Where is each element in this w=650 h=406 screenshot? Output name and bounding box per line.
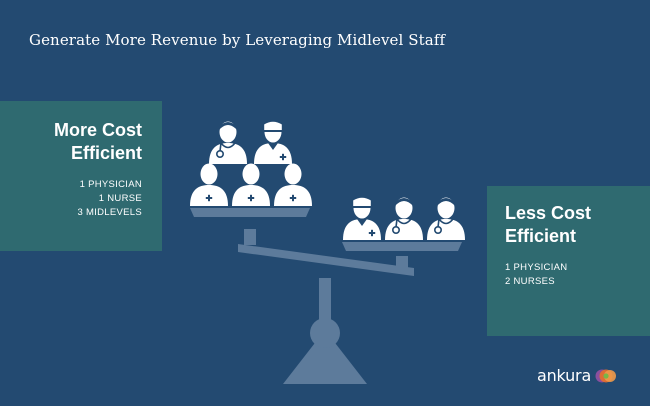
ankura-logo: ankura (537, 366, 617, 385)
nurse-icon (384, 196, 424, 241)
staff-item: 1 PHYSICIAN (505, 262, 568, 273)
staff-item: 3 MIDLEVELS (77, 207, 142, 218)
panel-heading: More Cost Efficient (53, 120, 142, 163)
physician-icon (254, 121, 292, 164)
physician-icon (343, 197, 381, 240)
staff-item: 1 NURSE (98, 193, 142, 204)
more-cost-efficient-panel: More Cost Efficient 1 PHYSICIAN 1 NURSE … (0, 101, 162, 251)
staff-list: 1 PHYSICIAN 2 NURSES (505, 261, 645, 289)
nurse-icon (426, 196, 466, 241)
page-title: Generate More Revenue by Leveraging Midl… (29, 31, 446, 49)
midlevel-icon (274, 164, 312, 207)
panel-heading: Less Cost Efficient (505, 203, 592, 246)
ankura-logo-icon (595, 369, 617, 382)
midlevel-icon (232, 164, 270, 207)
logo-text: ankura (537, 366, 592, 385)
less-cost-efficient-panel: Less Cost Efficient 1 PHYSICIAN 2 NURSES (487, 186, 650, 336)
nurse-icon (208, 120, 248, 165)
staff-item: 2 NURSES (505, 276, 555, 287)
midlevel-icon (190, 164, 228, 207)
staff-list: 1 PHYSICIAN 1 NURSE 3 MIDLEVELS (0, 178, 142, 220)
staff-item: 1 PHYSICIAN (79, 179, 142, 190)
